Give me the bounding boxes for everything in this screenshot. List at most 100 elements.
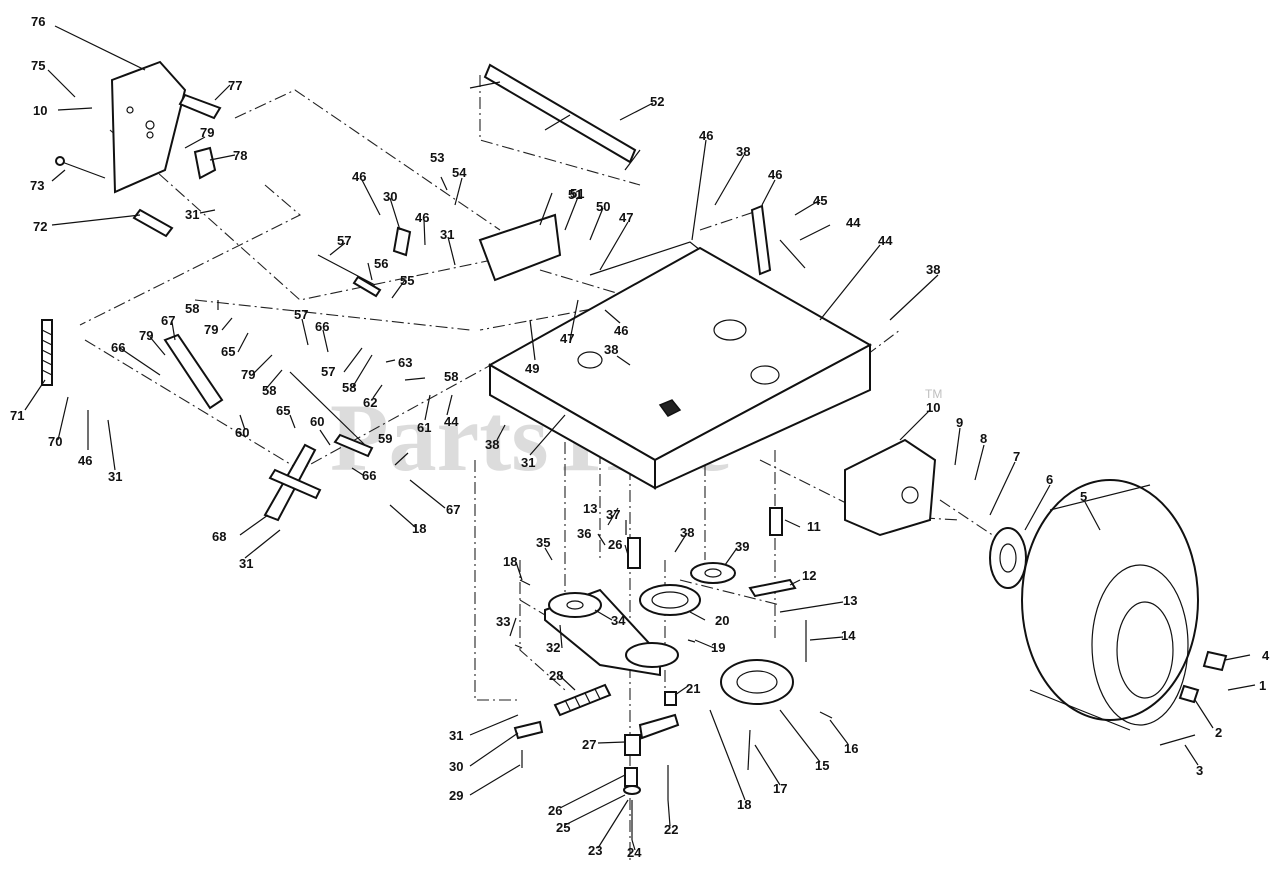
part-label: 28: [549, 668, 563, 683]
spacer-tube: [178, 93, 222, 120]
part-label: 32: [546, 640, 560, 655]
part-label: 13: [583, 501, 597, 516]
part-label: 31: [440, 227, 454, 242]
part-label: 45: [813, 193, 827, 208]
part-label: 4: [1262, 648, 1270, 663]
part-label: 35: [536, 535, 550, 550]
wheel-hub: [989, 527, 1027, 589]
part-label: 5: [1080, 489, 1087, 504]
pulley: [639, 584, 701, 616]
part-label: 11: [807, 519, 821, 534]
pulley: [625, 642, 679, 668]
part-label: 54: [452, 165, 467, 180]
part-label: 46: [768, 167, 782, 182]
part-label: 18: [737, 797, 751, 812]
part-label: 79: [200, 125, 214, 140]
part-label: 60: [235, 425, 249, 440]
part-label: 10: [926, 400, 940, 415]
part-label: 65: [276, 403, 290, 418]
part-label: 57: [321, 364, 335, 379]
part-label: 37: [606, 507, 620, 522]
part-label: 73: [30, 178, 44, 193]
part-label: 1: [1259, 678, 1266, 693]
part-label: 51: [568, 187, 582, 202]
part-label: 63: [398, 355, 412, 370]
part-label: 58: [444, 369, 458, 384]
parts-art: [41, 60, 1228, 840]
part-label: 56: [374, 256, 388, 271]
part-label: 6: [1046, 472, 1053, 487]
part-label: 2: [1215, 725, 1222, 740]
part-label: 77: [228, 78, 242, 93]
part-label: 76: [31, 14, 45, 29]
part-label: 22: [664, 822, 678, 837]
part-label: 67: [446, 502, 460, 517]
part-label: 44: [444, 414, 459, 429]
part-label: 46: [352, 169, 366, 184]
part-label: 75: [31, 58, 45, 73]
part-label: 23: [588, 843, 602, 858]
part-label: 38: [736, 144, 750, 159]
handle: [483, 63, 637, 164]
part-label: 13: [843, 593, 857, 608]
part-label: 49: [525, 361, 539, 376]
axle-bracket: [844, 438, 937, 537]
part-label: 7: [1013, 449, 1020, 464]
part-label: 79: [204, 322, 218, 337]
part-label: 31: [521, 455, 535, 470]
part-label: 46: [78, 453, 92, 468]
part-label: 38: [604, 342, 618, 357]
part-label: 31: [449, 728, 463, 743]
part-label: 38: [680, 525, 694, 540]
part-label: 38: [926, 262, 940, 277]
part-label: 31: [108, 469, 122, 484]
part-label: 39: [735, 539, 749, 554]
main-frame-side: [654, 343, 871, 490]
part-label: 30: [449, 759, 463, 774]
idler-arm: [624, 734, 641, 756]
part-label: 59: [378, 431, 392, 446]
part-label: 46: [614, 323, 628, 338]
part-label: 19: [711, 640, 725, 655]
part-label: 29: [449, 788, 463, 803]
part-label: 71: [10, 408, 24, 423]
part-label: 18: [503, 554, 517, 569]
part-label: 25: [556, 820, 570, 835]
part-label: 66: [315, 319, 329, 334]
part-label: 50: [596, 199, 610, 214]
part-label: 27: [582, 737, 596, 752]
part-label: 68: [212, 529, 226, 544]
part-label: 58: [185, 301, 199, 316]
part-labels: 76 75 10 73 72 77 79 78 31 71 70 46 31 6…: [10, 14, 1270, 860]
part-label: 12: [802, 568, 816, 583]
part-label: 53: [430, 150, 444, 165]
part-label: 72: [33, 219, 47, 234]
watermark-trademark: TM: [925, 387, 942, 401]
pulley: [548, 592, 602, 618]
part-label: 62: [363, 395, 377, 410]
part-label: 26: [548, 803, 562, 818]
part-label: 21: [686, 681, 700, 696]
part-label: 79: [241, 367, 255, 382]
part-label: 20: [715, 613, 729, 628]
part-label: 26: [608, 537, 622, 552]
part-label: 44: [878, 233, 893, 248]
part-label: 67: [161, 313, 175, 328]
leader-lines: [24, 25, 1256, 851]
part-label: 66: [111, 340, 125, 355]
part-label: 46: [415, 210, 429, 225]
part-label: 70: [48, 434, 62, 449]
spacer-tube: [132, 208, 174, 238]
part-label: 47: [560, 331, 574, 346]
part-label: 17: [773, 781, 787, 796]
wheel-tire: [1021, 479, 1199, 721]
part-label: 31: [239, 556, 253, 571]
part-label: 34: [611, 613, 626, 628]
pulley: [690, 562, 736, 584]
side-plate: [110, 60, 187, 194]
part-label: 24: [627, 845, 642, 860]
part-label: 51: [570, 186, 584, 201]
part-label: 57: [337, 233, 351, 248]
part-label: 65: [221, 344, 235, 359]
